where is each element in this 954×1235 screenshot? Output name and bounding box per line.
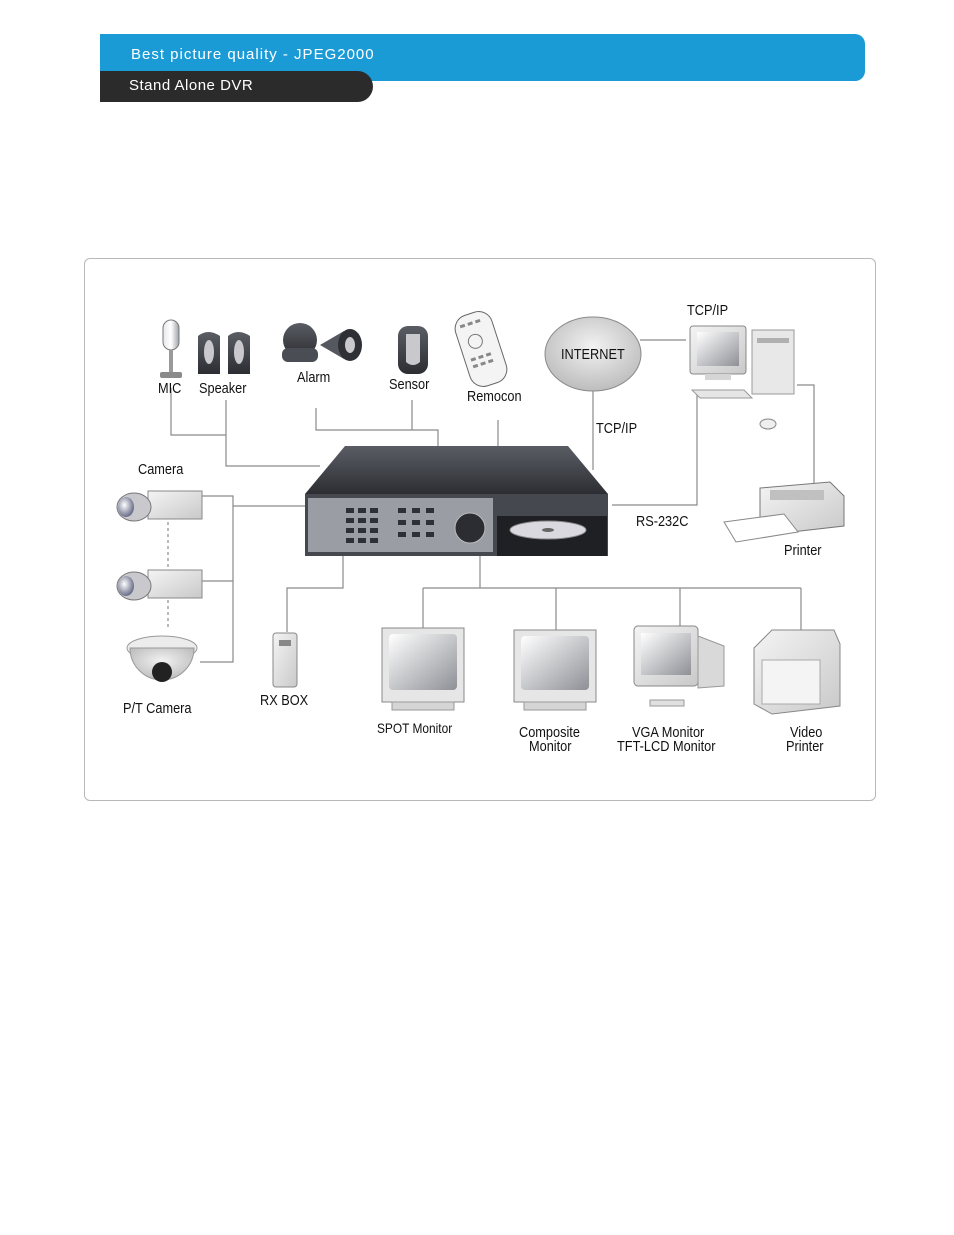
label-composite-monitor-line2: Monitor: [529, 738, 572, 755]
label-tcpip-mid: TCP/IP: [596, 420, 637, 437]
label-printer: Printer: [784, 542, 822, 559]
label-spot-monitor: SPOT Monitor: [377, 720, 452, 736]
label-video-printer-line2: Printer: [786, 738, 824, 755]
label-internet: INTERNET: [561, 346, 625, 363]
printer-icon: [724, 482, 844, 542]
rx-box-icon: [273, 633, 297, 687]
label-tcpip-top: TCP/IP: [687, 302, 728, 319]
label-sensor: Sensor: [389, 376, 429, 393]
camera-icon: [117, 570, 202, 600]
camera-icon: [117, 491, 202, 521]
vga-monitor-icon: [634, 626, 724, 706]
dvr-unit: [305, 446, 608, 556]
alarm-icon: [282, 323, 362, 362]
label-remocon: Remocon: [467, 388, 522, 405]
label-rs232c: RS-232C: [636, 513, 688, 530]
composite-monitor-icon: [514, 630, 596, 710]
label-mic: MIC: [158, 380, 181, 397]
label-alarm: Alarm: [297, 369, 330, 386]
sensor-icon: [398, 326, 428, 374]
label-rx-box: RX BOX: [260, 692, 308, 709]
mic-icon: [160, 320, 182, 378]
pt-camera-icon: [127, 636, 197, 682]
speaker-icon: [198, 332, 250, 374]
label-tft-lcd-monitor: TFT-LCD Monitor: [617, 738, 715, 755]
label-camera: Camera: [138, 461, 183, 478]
remote-control-icon: [451, 308, 510, 390]
label-pt-camera: P/T Camera: [123, 700, 192, 717]
video-printer-icon: [754, 630, 840, 714]
label-speaker: Speaker: [199, 380, 246, 397]
pc-icon: [690, 326, 794, 429]
spot-monitor-icon: [382, 628, 464, 710]
